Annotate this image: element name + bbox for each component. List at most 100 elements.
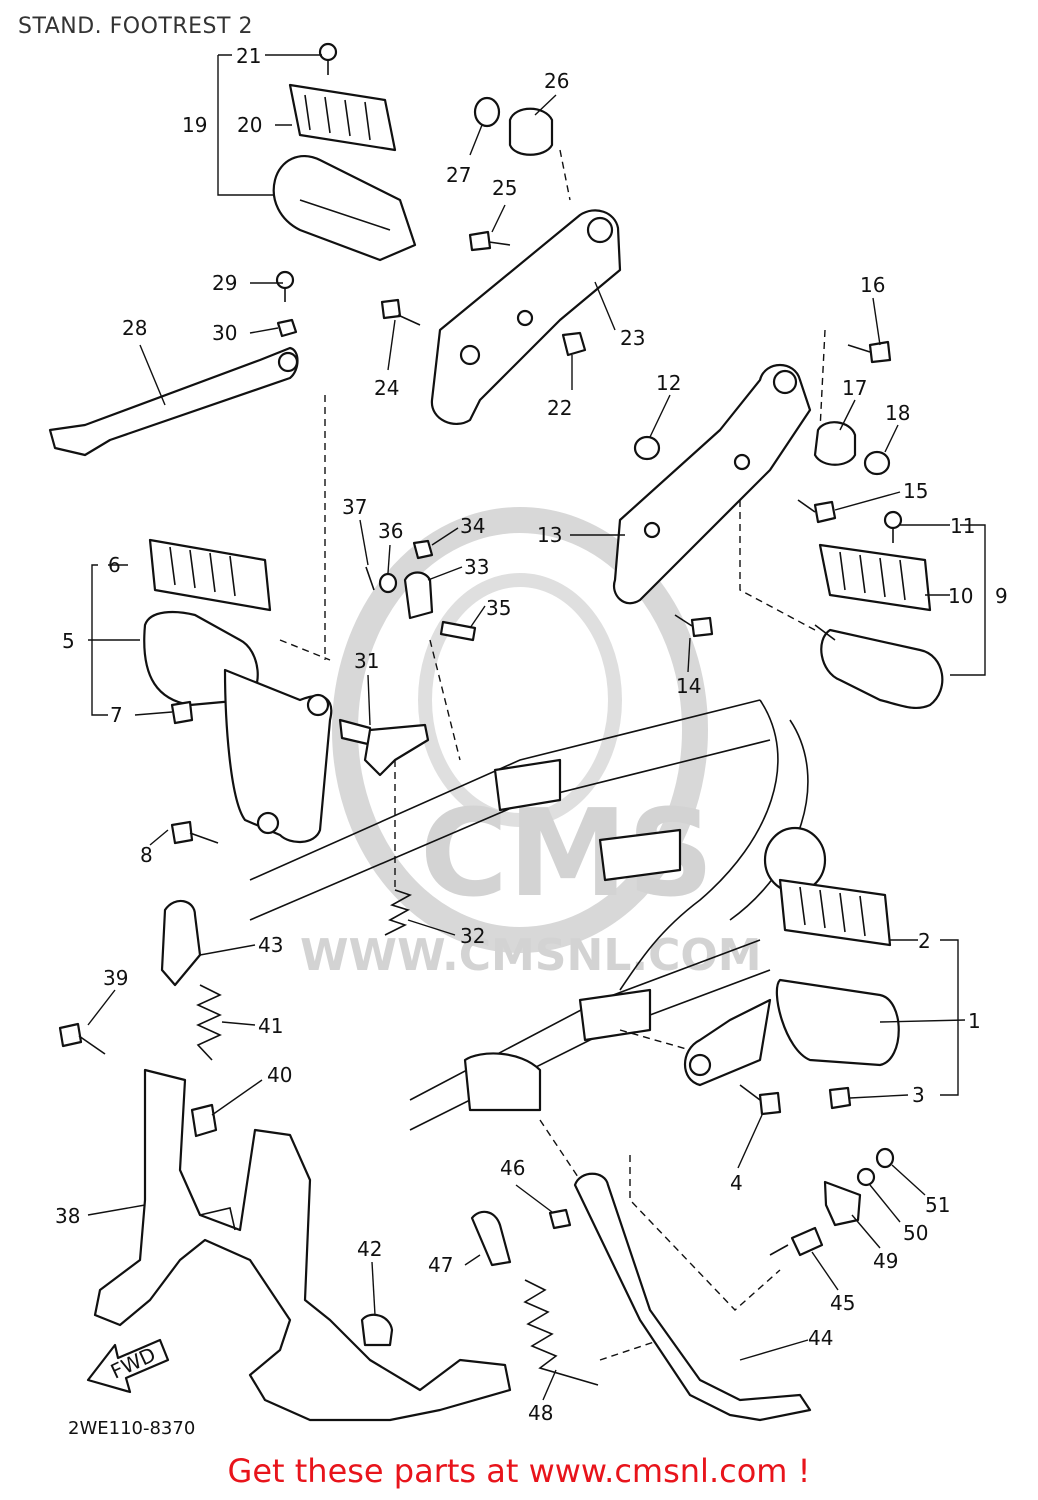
part-24-bolt xyxy=(380,298,421,326)
label-28: 28 xyxy=(122,316,147,340)
part-labels: 21 19 20 26 27 25 23 22 24 29 30 28 16 1… xyxy=(55,44,1008,1425)
part-45-switch xyxy=(769,1226,824,1257)
part-41-spring xyxy=(196,984,222,1061)
part-30-nut xyxy=(276,318,298,338)
label-18: 18 xyxy=(885,401,910,425)
label-29: 29 xyxy=(212,271,237,295)
label-24: 24 xyxy=(374,376,399,400)
part-26-collar xyxy=(508,107,554,156)
label-44: 44 xyxy=(808,1326,833,1350)
part-11-bolt xyxy=(883,510,903,543)
label-4: 4 xyxy=(730,1171,743,1195)
label-42: 42 xyxy=(357,1237,382,1261)
label-21: 21 xyxy=(236,44,261,68)
label-51: 51 xyxy=(925,1193,950,1217)
label-48: 48 xyxy=(528,1401,553,1425)
part-1-footrest xyxy=(684,978,900,1087)
part-4-bolt xyxy=(739,1084,782,1116)
part-21-bolt xyxy=(318,42,338,75)
part-27-collar xyxy=(473,96,501,128)
label-6: 6 xyxy=(108,553,121,577)
part-29-bolt xyxy=(275,270,295,302)
part-48-spring xyxy=(523,1279,599,1386)
part-18-washer xyxy=(863,450,891,476)
part-43-plate xyxy=(160,899,202,987)
part-9-footrest-bracket xyxy=(814,624,944,709)
part-23-footrest-bracket-left xyxy=(430,209,622,425)
part-17-collar xyxy=(813,421,857,466)
label-3: 3 xyxy=(912,1083,925,1107)
part-12-washer xyxy=(633,435,661,461)
label-38: 38 xyxy=(55,1204,80,1228)
label-20: 20 xyxy=(237,113,262,137)
part-32-spring xyxy=(384,889,412,936)
part-3-nut xyxy=(828,1086,852,1110)
label-1: 1 xyxy=(968,1009,981,1033)
label-7: 7 xyxy=(110,703,123,727)
part-25-bolt xyxy=(468,230,511,252)
label-49: 49 xyxy=(873,1249,898,1273)
part-5-footrest xyxy=(143,610,333,843)
part-51-nut xyxy=(875,1147,895,1169)
label-30: 30 xyxy=(212,321,237,345)
label-11: 11 xyxy=(950,514,975,538)
part-8-bolt xyxy=(170,820,219,845)
label-25: 25 xyxy=(492,176,517,200)
part-47-plate xyxy=(470,1210,512,1267)
label-43: 43 xyxy=(258,933,283,957)
label-16: 16 xyxy=(860,273,885,297)
part-46-nut xyxy=(548,1208,572,1230)
label-17: 17 xyxy=(842,376,867,400)
assembly-lines xyxy=(279,149,826,1361)
label-41: 41 xyxy=(258,1014,283,1038)
part-42-stopper xyxy=(360,1313,394,1347)
label-37: 37 xyxy=(342,495,367,519)
part-22-nut xyxy=(561,331,587,357)
label-10: 10 xyxy=(948,584,973,608)
part-49-bracket xyxy=(823,1180,862,1227)
part-14-bolt xyxy=(674,614,714,638)
part-44-side-stand xyxy=(573,1172,812,1422)
label-27: 27 xyxy=(446,163,471,187)
part-40-collar xyxy=(190,1103,218,1138)
label-5: 5 xyxy=(62,629,75,653)
leader-lines xyxy=(87,54,986,1401)
part-15-bolt xyxy=(797,499,837,524)
label-13: 13 xyxy=(537,523,562,547)
watermark-url: WWW.CMSNL.COM xyxy=(300,930,762,981)
label-45: 45 xyxy=(830,1291,855,1315)
label-35: 35 xyxy=(486,596,511,620)
part-36-washer xyxy=(378,572,398,594)
part-34-nut xyxy=(412,539,434,560)
label-9: 9 xyxy=(995,584,1008,608)
part-20-footrest-rubber xyxy=(288,83,397,152)
label-50: 50 xyxy=(903,1221,928,1245)
label-36: 36 xyxy=(378,519,403,543)
label-8: 8 xyxy=(140,843,153,867)
label-32: 32 xyxy=(460,924,485,948)
part-6-footrest-rubber xyxy=(148,538,272,612)
part-38-center-stand xyxy=(93,1068,512,1422)
label-19: 19 xyxy=(182,113,207,137)
part-13-footrest-bracket-right xyxy=(612,364,812,605)
label-46: 46 xyxy=(500,1156,525,1180)
footer-link-text[interactable]: Get these parts at www.cmsnl.com ! xyxy=(227,1452,811,1490)
part-37-cotter-pin xyxy=(365,566,375,591)
label-14: 14 xyxy=(676,674,701,698)
label-26: 26 xyxy=(544,69,569,93)
label-34: 34 xyxy=(460,514,485,538)
label-47: 47 xyxy=(428,1253,453,1277)
frame-outline xyxy=(249,699,827,1131)
part-2-footrest-rubber xyxy=(778,878,892,947)
label-12: 12 xyxy=(656,371,681,395)
label-15: 15 xyxy=(903,479,928,503)
drawing-code: 2WE110-8370 xyxy=(68,1418,196,1439)
part-35-bolt xyxy=(439,620,477,642)
part-10-footrest-rubber xyxy=(818,543,932,612)
label-31: 31 xyxy=(354,649,379,673)
fwd-arrow-icon: FWD xyxy=(86,1338,170,1394)
part-33-joint xyxy=(403,571,434,620)
label-40: 40 xyxy=(267,1063,292,1087)
label-23: 23 xyxy=(620,326,645,350)
